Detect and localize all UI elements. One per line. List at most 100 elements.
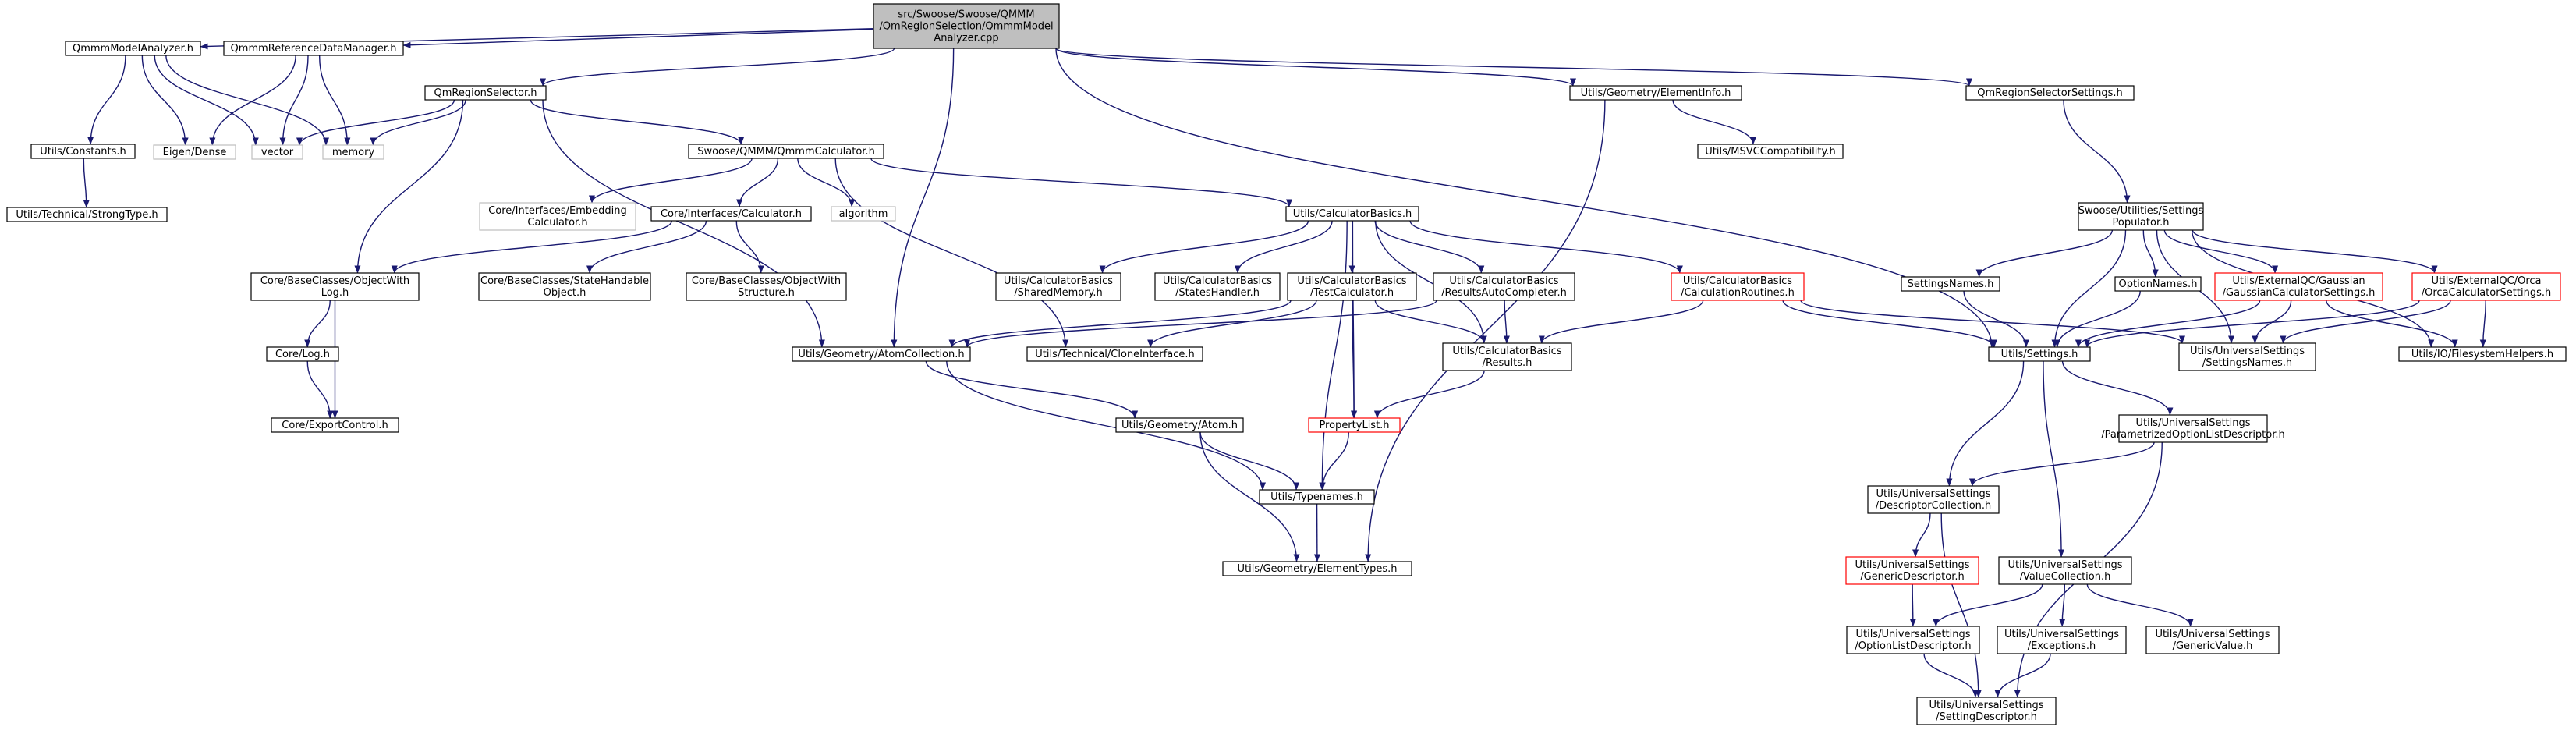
node-label-line: Utils/IO/FilesystemHelpers.h — [2411, 349, 2553, 360]
node-option-names[interactable]: OptionNames.h — [2114, 276, 2202, 292]
node-label-line: /ParametrizedOptionListDescriptor.h — [2101, 429, 2285, 441]
node-core-log[interactable]: Core/Log.h — [266, 346, 339, 362]
node-settings-names[interactable]: SettingsNames.h — [1901, 276, 2000, 292]
edge-qm_region_selector-to-object_with_log — [354, 99, 464, 274]
edges-layer — [83, 27, 2486, 698]
node-results-auto-completer[interactable]: Utils/CalculatorBasics/ResultsAutoComple… — [1433, 272, 1575, 301]
node-box — [271, 417, 399, 433]
edge-element_info-to-element_types — [1365, 99, 1606, 562]
node-test-calculator[interactable]: Utils/CalculatorBasics/TestCalculator.h — [1287, 272, 1417, 301]
edge-gaussian_settings-to-filesystem_helpers — [2326, 300, 2458, 348]
node-label-line: /CalculationRoutines.h — [1681, 287, 1795, 299]
node-box — [1433, 272, 1575, 301]
node-clone-interface[interactable]: Utils/Technical/CloneInterface.h — [1026, 346, 1203, 362]
node-core-calculator[interactable]: Core/Interfaces/Calculator.h — [650, 206, 812, 222]
node-label-line: Utils/UniversalSettings — [2007, 559, 2122, 571]
edge-qm_region_selector-to-memory — [370, 99, 466, 146]
node-label-line: Utils/UniversalSettings — [1855, 629, 1970, 640]
node-qmmm-reference-data-manager[interactable]: QmmmReferenceDataManager.h — [223, 41, 404, 56]
node-element-types[interactable]: Utils/Geometry/ElementTypes.h — [1222, 561, 1412, 576]
node-label-line: /GenericValue.h — [2173, 640, 2253, 652]
node-box — [2398, 346, 2567, 362]
node-export-control[interactable]: Core/ExportControl.h — [271, 417, 399, 433]
node-property-list[interactable]: PropertyList.h — [1308, 417, 1401, 433]
node-label-line: /ResultsAutoCompleter.h — [1441, 287, 1567, 299]
node-box — [792, 346, 971, 362]
node-generic-value[interactable]: Utils/UniversalSettings/GenericValue.h — [2145, 626, 2280, 654]
node-orca-settings[interactable]: Utils/ExternalQC/Orca/OrcaCalculatorSett… — [2411, 272, 2561, 301]
edge-atom-to-element_types — [1199, 431, 1300, 562]
node-value-collection[interactable]: Utils/UniversalSettings/ValueCollection.… — [1998, 556, 2132, 585]
node-gaussian-settings[interactable]: Utils/ExternalQC/Gaussian/GaussianCalcul… — [2214, 272, 2383, 301]
node-qmmm-model-analyzer[interactable]: QmmmModelAnalyzer.h — [65, 41, 201, 56]
node-label-line: Utils/Constants.h — [40, 146, 126, 158]
node-box — [995, 272, 1121, 301]
node-box — [831, 206, 896, 222]
node-descriptor-collection[interactable]: Utils/UniversalSettings/DescriptorCollec… — [1867, 485, 2000, 514]
node-box — [1988, 346, 2091, 362]
node-atom[interactable]: Utils/Geometry/Atom.h — [1115, 417, 1244, 433]
node-box — [1442, 342, 1572, 371]
node-calculator-basics[interactable]: Utils/CalculatorBasics.h — [1285, 206, 1419, 222]
edge-qmmm_calculator-to-clone_interface — [834, 158, 1069, 348]
node-qm-region-selector-settings[interactable]: QmRegionSelectorSettings.h — [1965, 85, 2135, 101]
node-option-list-descriptor[interactable]: Utils/UniversalSettings/OptionListDescri… — [1846, 626, 1980, 654]
edge-calculator_basics-to-results_auto_completer — [1374, 220, 1485, 274]
node-generic-descriptor[interactable]: Utils/UniversalSettings/GenericDescripto… — [1845, 556, 1979, 585]
node-label-line: Utils/Geometry/ElementTypes.h — [1237, 563, 1397, 575]
node-atom-collection[interactable]: Utils/Geometry/AtomCollection.h — [792, 346, 971, 362]
node-exceptions[interactable]: Utils/UniversalSettings/Exceptions.h — [1997, 626, 2127, 654]
edge-gaussian_settings-to-utils_settings — [2075, 300, 2261, 348]
node-us-settings-names[interactable]: Utils/UniversalSettings/SettingsNames.h — [2178, 342, 2316, 371]
node-element-info[interactable]: Utils/Geometry/ElementInfo.h — [1569, 85, 1742, 101]
edge-generic_descriptor-to-option_list_descriptor — [1909, 583, 1916, 627]
edge-calculator_basics-to-states_handler — [1234, 220, 1333, 274]
node-label-line: Utils/ExternalQC/Gaussian — [2232, 275, 2365, 287]
edge-settings_populator-to-option_names — [2142, 229, 2159, 278]
edge-option_list_descriptor-to-setting_descriptor — [1923, 653, 1979, 698]
node-msvc-compat[interactable]: Utils/MSVCCompatibility.h — [1697, 144, 1844, 159]
edge-settings_names-to-utils_settings — [1963, 290, 2029, 348]
edge-qm_region_selector_settings-to-settings_populator — [2063, 99, 2131, 204]
edge-qmmm_reference_data_manager-to-memory — [318, 55, 351, 146]
node-label-line: Analyzer.cpp — [934, 33, 998, 44]
node-results[interactable]: Utils/CalculatorBasics/Results.h — [1442, 342, 1572, 371]
node-filesystem-helpers[interactable]: Utils/IO/FilesystemHelpers.h — [2398, 346, 2567, 362]
node-box — [1916, 697, 2057, 725]
node-utils-constants[interactable]: Utils/Constants.h — [30, 144, 136, 159]
node-label-line: /SharedMemory.h — [1014, 287, 1103, 299]
node-shared-memory[interactable]: Utils/CalculatorBasics/SharedMemory.h — [995, 272, 1121, 301]
node-utils-settings[interactable]: Utils/Settings.h — [1988, 346, 2091, 362]
node-label-line: Populator.h — [2113, 217, 2170, 229]
edge-qm_region_selector-to-atom_collection — [542, 99, 825, 348]
node-strong-type[interactable]: Utils/Technical/StrongType.h — [6, 207, 168, 222]
node-states-handler[interactable]: Utils/CalculatorBasics/StatesHandler.h — [1154, 272, 1281, 301]
node-typenames[interactable]: Utils/Typenames.h — [1259, 489, 1375, 505]
node-box — [2214, 272, 2383, 301]
edge-qmmm_calculator-to-algorithm — [797, 158, 856, 207]
node-box — [6, 207, 168, 222]
edge-test_calculator-to-results — [1374, 300, 1487, 344]
node-calculation-routines[interactable]: Utils/CalculatorBasics/CalculationRoutin… — [1671, 272, 1805, 301]
node-box — [1671, 272, 1805, 301]
node-label-line: Core/Log.h — [275, 349, 330, 360]
node-box — [251, 144, 303, 160]
node-algorithm: algorithm — [831, 206, 896, 222]
node-box — [478, 272, 651, 301]
node-parametrized-option-list[interactable]: Utils/UniversalSettings/ParametrizedOpti… — [2101, 414, 2285, 443]
node-label-line: /OptionListDescriptor.h — [1855, 640, 1971, 652]
node-vector: vector — [251, 144, 303, 160]
node-qmmm-calculator[interactable]: Swoose/QMMM/QmmmCalculator.h — [688, 144, 884, 159]
node-label-line: Utils/UniversalSettings — [1876, 488, 1990, 500]
edge-qmmm_calculator-to-core_calculator — [736, 158, 779, 207]
node-qm-region-selector[interactable]: QmRegionSelector.h — [424, 85, 547, 101]
edge-calculator_basics-to-typenames — [1319, 220, 1348, 491]
node-root[interactable]: src/Swoose/Swoose/QMMM/QmRegionSelection… — [873, 3, 1060, 49]
node-setting-descriptor[interactable]: Utils/UniversalSettings/SettingDescripto… — [1916, 697, 2057, 725]
node-box — [2411, 272, 2561, 301]
